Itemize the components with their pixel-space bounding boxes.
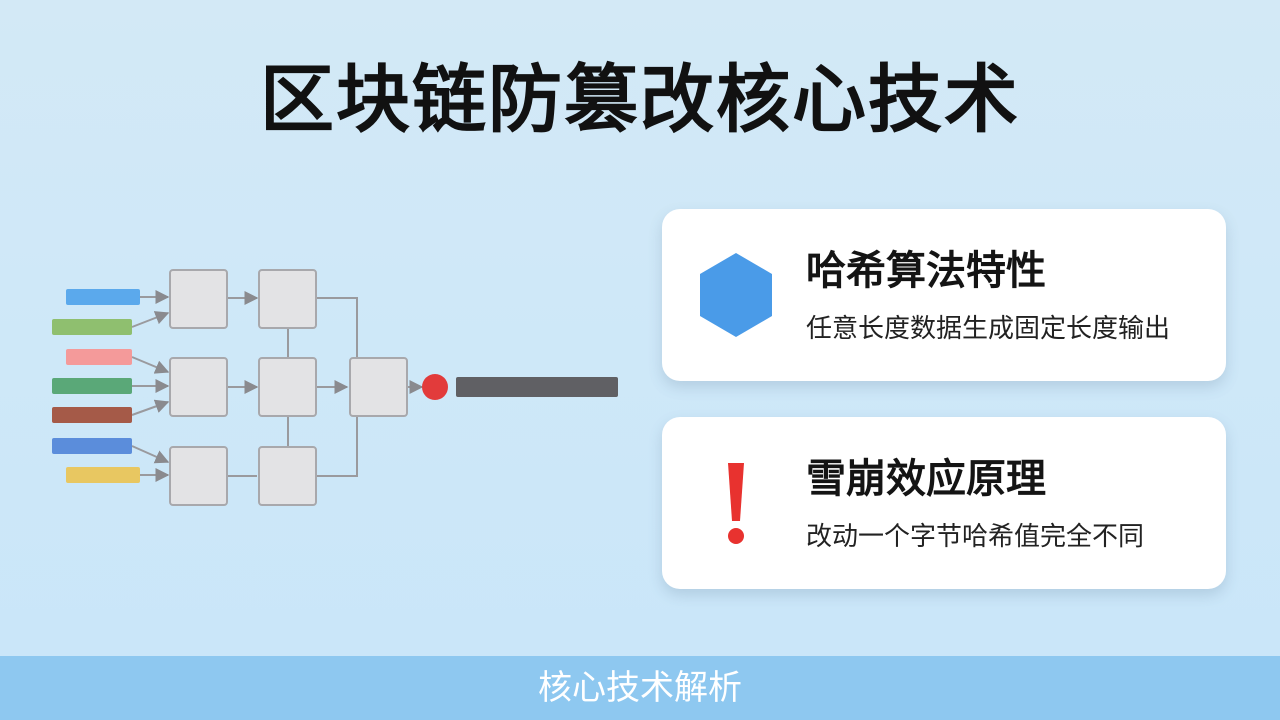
connector [131,311,170,328]
input-data-block [66,467,140,483]
avalanche-principle-card: 雪崩效应原理 改动一个字节哈希值完全不同 [662,417,1226,589]
input-blocks [52,289,140,483]
hash-card-title: 哈希算法特性 [806,248,1046,294]
hash-feature-card: 哈希算法特性 任意长度数据生成固定长度输出 [662,209,1226,381]
input-data-block [52,407,132,423]
hash-node [169,446,228,506]
hash-node [258,357,317,417]
output-hash-bar [456,377,618,397]
input-data-block [52,438,132,454]
hash-tree-diagram [52,269,618,506]
connector [317,297,358,362]
footer-bar: 核心技术解析 [0,656,1280,720]
connector [131,399,170,416]
hash-card-desc: 任意长度数据生成固定长度输出 [806,314,1171,344]
input-data-block [52,378,132,394]
hash-nodes [169,269,408,506]
hash-node [349,357,408,417]
input-data-block [52,319,132,335]
input-data-block [66,349,132,365]
page-title: 区块链防篡改核心技术 [260,57,1020,143]
hash-node [169,357,228,417]
output-dot [422,374,448,400]
hash-node [169,269,228,329]
exclamation-icon [728,463,744,544]
connector [131,445,170,464]
avalanche-card-title: 雪崩效应原理 [806,456,1046,502]
input-data-block [66,289,140,305]
hash-node [258,446,317,506]
connector [131,356,170,374]
hash-node [258,269,317,329]
diagram-connectors [131,290,424,482]
avalanche-card-desc: 改动一个字节哈希值完全不同 [806,522,1145,552]
footer-caption: 核心技术解析 [538,668,742,708]
hexagon-icon [700,253,772,337]
connector [317,412,358,477]
